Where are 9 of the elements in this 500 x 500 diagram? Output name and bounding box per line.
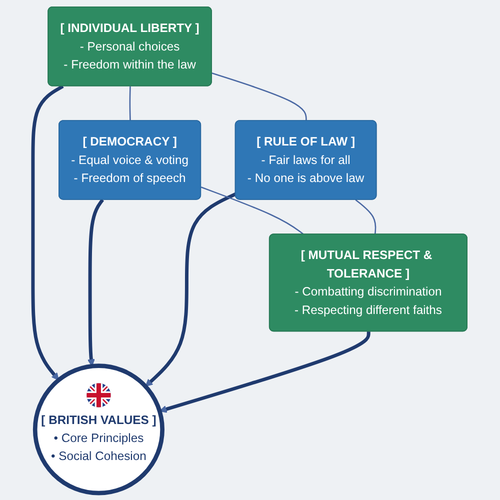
- connector: [129, 86, 131, 121]
- arrow: [31, 84, 64, 380]
- arrow: [87, 198, 104, 367]
- connector: [200, 186, 304, 236]
- connector: [355, 199, 376, 235]
- arrow: [145, 192, 236, 387]
- node-circle: [ BRITISH VALUES ] • Core Principles • Social Cohesion: [32, 364, 164, 496]
- connector: [212, 72, 307, 121]
- arrow: [159, 332, 370, 413]
